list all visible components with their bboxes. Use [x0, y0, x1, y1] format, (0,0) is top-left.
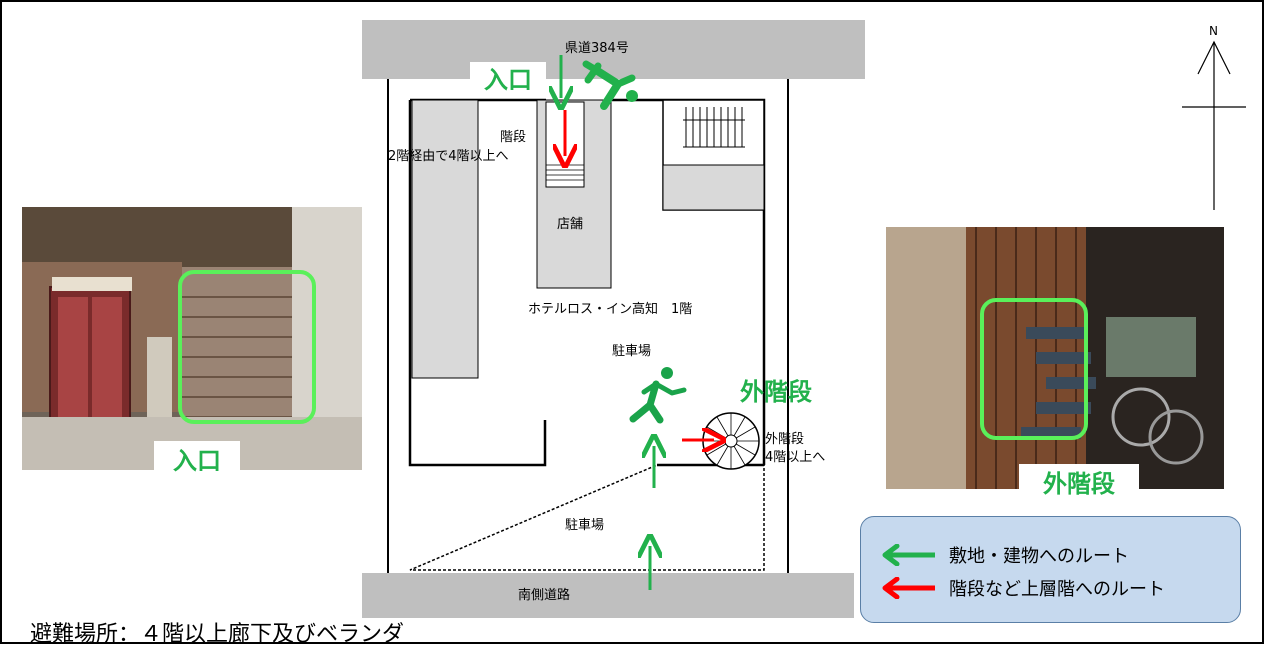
ne-stair-lower: [662, 164, 765, 211]
parking-upper-label: 駐車場: [612, 344, 652, 359]
green-arrow-icon: [882, 544, 935, 566]
road-south: [362, 573, 854, 618]
route-legend: 敷地・建物へのルート 階段など上層階へのルート: [860, 516, 1241, 623]
entrance-photo: [22, 207, 362, 470]
ne-stair-steps: [683, 107, 745, 148]
west-block: [411, 99, 479, 379]
building-label: ホテルロス・イン高知 1階: [528, 302, 693, 317]
compass-icon: [1182, 40, 1246, 210]
compass-north-label: N: [1209, 24, 1218, 38]
outer-stairs-map-label: 外階段: [740, 378, 812, 406]
road-south-label: 南側道路: [518, 588, 571, 603]
parking-lower-label: 駐車場: [565, 518, 605, 533]
outer-stairs-note-1: 外階段: [765, 432, 805, 447]
running-figure-icon: [582, 60, 638, 110]
stairs-note: 2階経由で4階以上へ: [388, 149, 509, 164]
legend-green-route: 敷地・建物へのルート: [879, 542, 1129, 568]
evacuation-note: 避難場所：４階以上廊下及びベランダ: [30, 622, 405, 647]
outer-stairs-photo: [886, 227, 1224, 489]
legend-red-route: 階段など上層階へのルート: [879, 575, 1165, 601]
legend-green-label: 敷地・建物へのルート: [949, 546, 1129, 567]
entrance-label: 入口: [470, 62, 546, 98]
road-north-label: 県道384号: [565, 41, 629, 56]
shop-label: 店舗: [557, 217, 584, 232]
road-north: [362, 20, 865, 79]
outer-stairs-photo-caption: 外階段: [1019, 464, 1139, 504]
stairs-label: 階段: [500, 130, 527, 145]
red-arrow-icon: [882, 577, 935, 599]
legend-red-label: 階段など上層階へのルート: [949, 579, 1165, 600]
outer-stairs-note-2: 4階以上へ: [765, 450, 826, 465]
emergency-exit-figure-icon: [629, 367, 687, 424]
entrance-photo-caption: 入口: [154, 441, 240, 481]
